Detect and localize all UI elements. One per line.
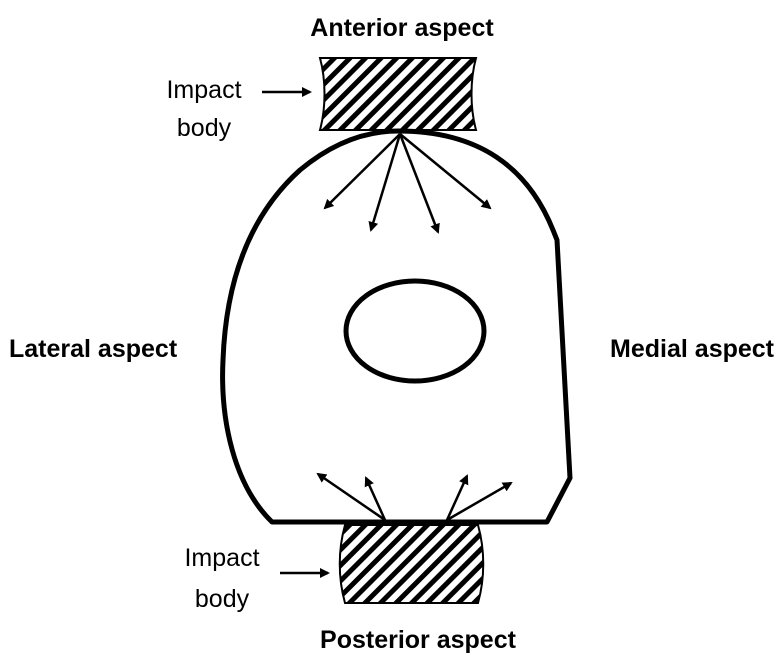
posterior-aspect-label: Posterior aspect (320, 626, 517, 654)
impact-body-bottom-label-line2: body (195, 585, 250, 613)
medullary-canal (346, 281, 484, 381)
medial-aspect-label: Medial aspect (610, 335, 775, 363)
lateral-aspect-label: Lateral aspect (9, 335, 178, 363)
impact-body-top (320, 58, 476, 130)
impact-body-top-label-line1: Impact (166, 76, 241, 104)
impact-body-bottom-label-line1: Impact (184, 544, 259, 572)
anterior-aspect-label: Anterior aspect (310, 14, 494, 42)
impact-body-top-label-line2: body (177, 114, 232, 142)
impact-body-bottom (340, 525, 484, 603)
